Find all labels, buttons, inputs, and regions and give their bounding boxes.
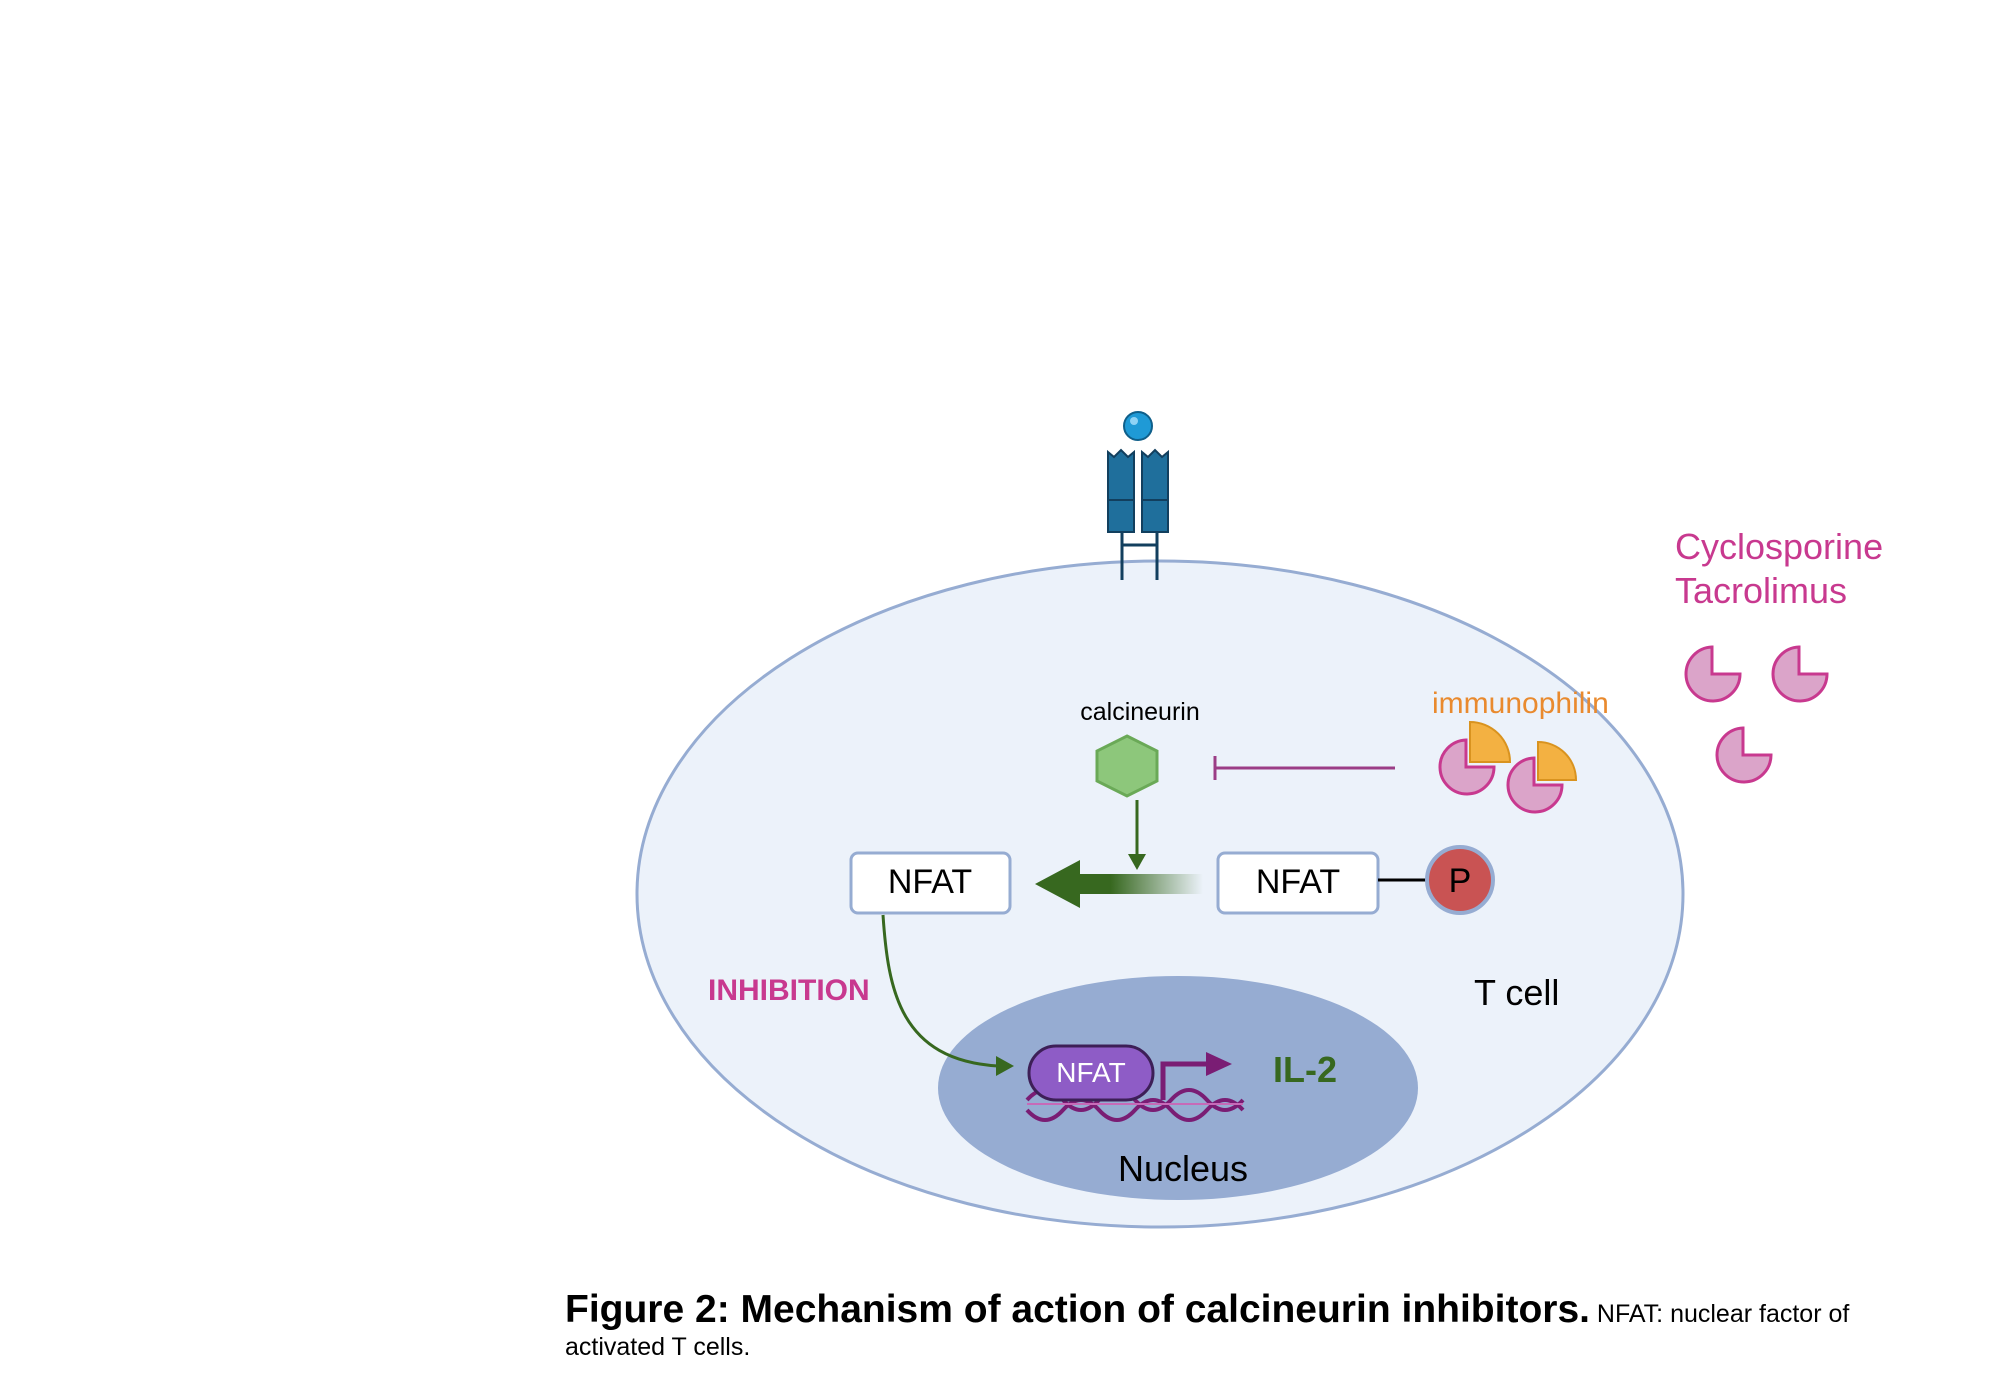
drug-pacman-icon bbox=[1771, 645, 1829, 703]
drug-label-tacrolimus: Tacrolimus bbox=[1675, 570, 1847, 611]
nfat-active-box: NFAT bbox=[849, 851, 1012, 915]
il2-label: IL-2 bbox=[1273, 1049, 1337, 1090]
translocation-arrow bbox=[881, 914, 1014, 1076]
drug-pacman-icon bbox=[1684, 645, 1742, 703]
nucleus-label: Nucleus bbox=[1118, 1148, 1248, 1189]
t-cell-label: T cell bbox=[1474, 972, 1559, 1013]
receptor-icon bbox=[1107, 448, 1169, 580]
nucleus bbox=[938, 976, 1418, 1200]
inhibition-bar bbox=[1213, 756, 1395, 780]
calcineurin-activation-arrow bbox=[1128, 800, 1146, 870]
nfat-nuclear-pill: NFAT bbox=[1027, 1044, 1155, 1102]
immunophilin-complex-icon bbox=[1506, 740, 1578, 814]
caption-description: NFAT: nuclear factor of activated T cell… bbox=[565, 1300, 1850, 1361]
immunophilin-label: immunophilin bbox=[1432, 687, 1609, 720]
figure-caption: Figure 2: Mechanism of action of calcine… bbox=[565, 1288, 1945, 1362]
nfat-nuclear-label: NFAT bbox=[1056, 1057, 1125, 1088]
drug-pacman-icon bbox=[1715, 726, 1773, 784]
caption-title: Figure 2: Mechanism of action of calcine… bbox=[565, 1288, 1590, 1331]
calcineurin-label: calcineurin bbox=[1080, 698, 1200, 726]
inhibition-label: INHIBITION bbox=[708, 974, 870, 1007]
nfat-phosphorylated-label: NFAT bbox=[1256, 863, 1340, 901]
phosphate-icon: P bbox=[1425, 845, 1495, 915]
nfat-active-label: NFAT bbox=[888, 863, 972, 901]
dephosphorylation-arrow bbox=[1035, 860, 1203, 908]
immunophilin-complex-icon bbox=[1438, 720, 1512, 796]
drug-label-cyclosporine: Cyclosporine bbox=[1675, 526, 1883, 567]
ligand-icon bbox=[1123, 411, 1153, 441]
calcineurin-hexagon-icon bbox=[1095, 734, 1159, 798]
nfat-phosphorylated-box: NFAT bbox=[1216, 851, 1380, 915]
transcription-arrow-icon bbox=[1160, 1052, 1232, 1100]
phosphate-label: P bbox=[1449, 862, 1472, 900]
